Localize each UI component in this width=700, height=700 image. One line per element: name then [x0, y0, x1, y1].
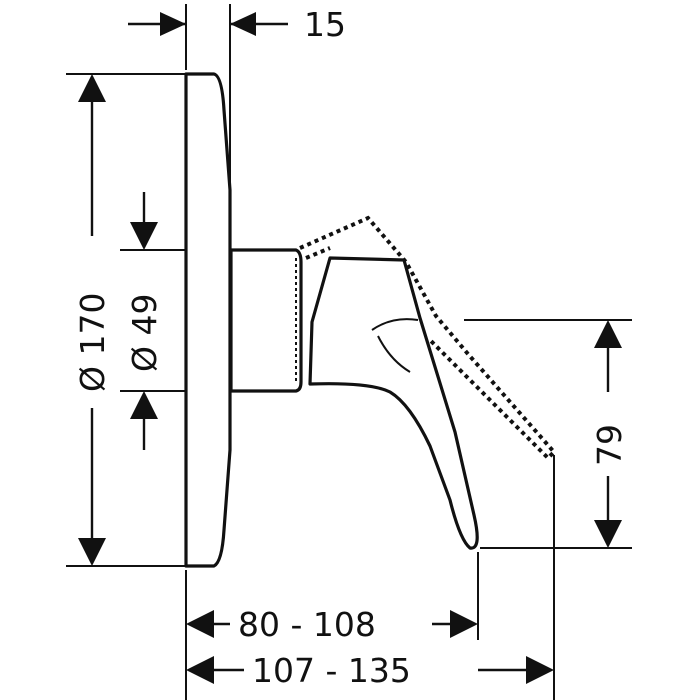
valve-cylinder — [229, 248, 303, 393]
dim-projection-short-label: 80 - 108 — [238, 605, 376, 644]
dim-inner-diameter: Ø 49 — [125, 192, 164, 450]
dim-projection-short: 80 - 108 — [186, 605, 478, 644]
dim-projection-long-label: 107 - 135 — [252, 651, 411, 690]
dim-outer-diameter-label: Ø 170 — [73, 293, 112, 392]
dim-top-depth: 15 — [128, 5, 346, 44]
dim-lever-height: 79 — [590, 320, 629, 548]
lever-handle — [308, 256, 479, 550]
lever-inner-curve — [371, 318, 419, 373]
dim-lever-height-label: 79 — [590, 424, 629, 466]
wall-plate — [184, 72, 232, 568]
dim-projection-long: 107 - 135 — [186, 651, 554, 690]
lever-alternate-position — [299, 215, 557, 461]
extension-lines — [66, 4, 632, 700]
dim-top-depth-label: 15 — [304, 5, 346, 44]
dim-inner-diameter-label: Ø 49 — [125, 294, 164, 372]
lever-alternate-inner — [305, 246, 331, 260]
dim-outer-diameter: Ø 170 — [73, 74, 112, 566]
